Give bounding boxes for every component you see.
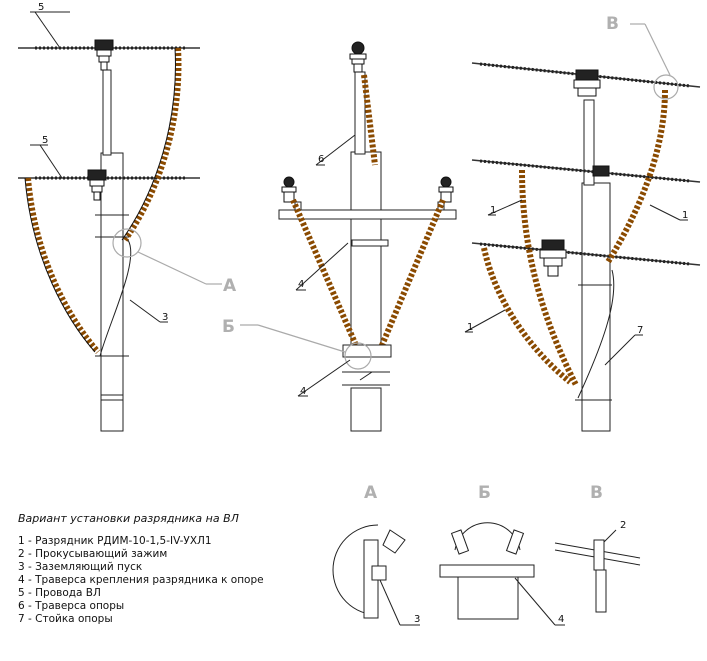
right-mid-wire — [471, 159, 701, 183]
callout-labels: А Б В А Б В — [222, 14, 619, 503]
middle-view — [240, 41, 457, 432]
detail-v — [554, 529, 641, 613]
legend-item: 1 - Разрядник РДИМ-10-1,5-IV-УХЛ1 — [18, 535, 212, 547]
detail-title-a: А — [364, 483, 378, 503]
left-arrester-left — [25, 177, 101, 354]
num-5-mid: 5 — [42, 135, 48, 146]
callout-b: Б — [222, 317, 235, 337]
right-view — [464, 23, 701, 432]
legend: Вариант установки разрядника на ВЛ 1 - Р… — [18, 512, 318, 626]
legend-item: 2 - Прокусывающий зажим — [18, 548, 168, 560]
legend-item: 6 - Траверса опоры — [18, 600, 125, 612]
middle-right-insulator — [438, 176, 454, 203]
legend-item: 7 - Стойка опоры — [18, 613, 113, 625]
num-5-top: 5 — [38, 2, 44, 13]
left-view — [18, 11, 222, 432]
num-4-upper: 4 — [298, 279, 304, 290]
right-arrester-2 — [519, 169, 579, 387]
num-3-left: 3 — [162, 312, 168, 323]
detail-a — [332, 524, 420, 626]
middle-traverse — [278, 209, 457, 220]
num-1-left: 1 — [490, 205, 496, 216]
number-labels: 5 5 3 6 4 4 1 1 1 7 3 4 2 — [38, 2, 688, 625]
left-grounding — [99, 239, 132, 357]
num-4-detail: 4 — [558, 614, 564, 625]
right-pole — [581, 182, 611, 432]
right-low-insulator — [539, 239, 567, 277]
left-arrester-right — [122, 47, 182, 242]
num-4-lower: 4 — [300, 386, 306, 397]
right-arrester-1 — [605, 89, 668, 264]
num-6: 6 — [318, 154, 324, 165]
legend-title: Вариант установки разрядника на ВЛ — [18, 512, 239, 525]
middle-pole — [350, 151, 382, 358]
legend-list: 1 - Разрядник РДИМ-10-1,5-IV-УХЛ1 2 - Пр… — [18, 535, 318, 626]
left-pole — [100, 152, 124, 432]
detail-b — [439, 522, 565, 626]
middle-top-insulator — [349, 41, 367, 73]
middle-left-insulator — [281, 176, 297, 203]
num-1-low: 1 — [467, 322, 473, 333]
right-top-insulator — [573, 69, 601, 97]
num-1-right: 1 — [682, 210, 688, 221]
right-low-wire — [471, 242, 701, 266]
legend-item: 3 - Заземляющий пуск — [18, 561, 143, 573]
num-3-detail: 3 — [414, 614, 420, 625]
callout-v: В — [606, 14, 619, 34]
right-arrester-3 — [481, 247, 572, 385]
num-7: 7 — [637, 325, 643, 336]
middle-arrester-left — [290, 198, 361, 352]
detail-title-v: В — [590, 483, 603, 503]
right-mid-insulator — [592, 165, 610, 177]
detail-title-b: Б — [478, 483, 491, 503]
left-top-insulator — [94, 39, 114, 71]
detail-a-outline — [332, 524, 379, 616]
left-mid-insulator — [87, 169, 107, 201]
middle-arrester-right — [377, 198, 446, 352]
legend-item: 4 - Траверса крепления разрядника к опор… — [18, 574, 264, 586]
legend-item: 5 - Провода ВЛ — [18, 587, 101, 599]
num-2-detail: 2 — [620, 520, 626, 531]
callout-a: А — [223, 276, 237, 296]
right-grounding — [577, 269, 615, 399]
